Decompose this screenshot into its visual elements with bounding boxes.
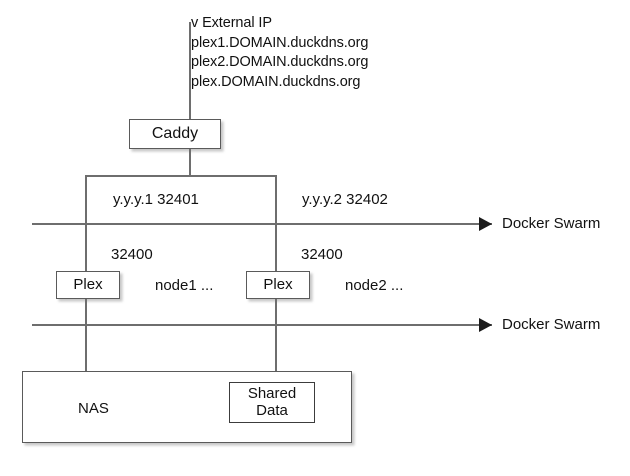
node-nas-label: NAS <box>78 400 109 417</box>
edge-split-left-branch <box>85 175 87 224</box>
edge-plex2-to-swarm2 <box>275 299 277 325</box>
edge-swarm2-to-nas-left <box>85 325 87 371</box>
label-right-port: 32400 <box>301 246 343 263</box>
swarm-arrow-icon-1 <box>479 217 492 231</box>
edge-plex1-to-swarm2 <box>85 299 87 325</box>
label-right-endpoint: y.y.y.2 32402 <box>302 191 388 208</box>
edge-caddy-to-split <box>189 149 191 176</box>
label-left-port: 32400 <box>111 246 153 263</box>
edge-split-right-branch <box>275 175 277 224</box>
node-shared-data[interactable]: Shared Data <box>229 382 315 423</box>
label-node1: node1 ... <box>155 277 214 294</box>
node-plex-2-label: Plex <box>263 275 293 293</box>
swarm-arrow-icon-2 <box>479 318 492 332</box>
swarm-label-1: Docker Swarm <box>502 215 601 232</box>
edge-split-bar <box>85 175 277 177</box>
external-ip-annotation: v External IP plex1.DOMAIN.duckdns.org p… <box>191 15 369 91</box>
edge-swarm1-to-plex2 <box>275 224 277 271</box>
swarm-boundary-line-2 <box>32 324 492 326</box>
node-caddy-label: Caddy <box>151 125 199 143</box>
edge-swarm2-to-nas-right <box>275 325 277 371</box>
swarm-label-2: Docker Swarm <box>502 316 601 333</box>
label-left-endpoint: y.y.y.1 32401 <box>113 191 199 208</box>
node-caddy[interactable]: Caddy <box>129 119 221 149</box>
label-node2: node2 ... <box>345 277 404 294</box>
node-shared-data-label: Shared Data <box>247 384 297 419</box>
edge-external-to-caddy <box>189 22 191 121</box>
node-plex-2[interactable]: Plex <box>246 271 310 299</box>
edge-swarm1-to-plex1 <box>85 224 87 271</box>
swarm-boundary-line-1 <box>32 223 492 225</box>
node-plex-1[interactable]: Plex <box>56 271 120 299</box>
node-plex-1-label: Plex <box>73 275 103 293</box>
